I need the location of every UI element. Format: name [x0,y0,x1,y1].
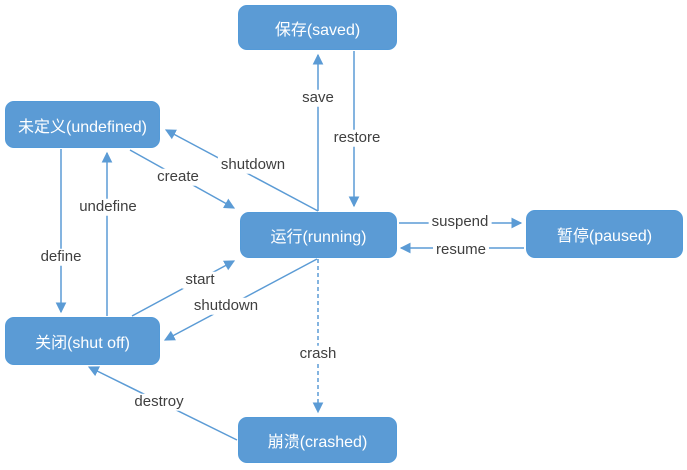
edge-start-line [131,260,236,317]
state-node-saved: 保存(saved) [238,5,397,50]
edge-label-create: create [154,168,202,186]
edge-label-suspend: suspend [428,213,492,231]
edge-label-shutdown-to-shutoff: shutdown [190,297,262,315]
edge-label-resume: resume [432,241,490,259]
state-node-paused: 暂停(paused) [526,210,683,258]
state-node-crashed: 崩溃(crashed) [238,417,397,463]
edge-label-undefine: undefine [76,198,140,216]
edge-label-save: save [299,89,337,107]
edge-label-destroy: destroy [131,393,187,411]
state-node-undefined: 未定义(undefined) [5,101,160,148]
state-node-shutoff: 关闭(shut off) [5,317,160,365]
edge-label-start: start [182,271,218,289]
state-node-running: 运行(running) [240,212,397,258]
edge-label-crash: crash [296,345,340,363]
edge-label-shutdown-to-undefined: shutdown [217,156,289,174]
edge-label-define: define [37,248,85,266]
edge-label-restore: restore [330,129,384,147]
